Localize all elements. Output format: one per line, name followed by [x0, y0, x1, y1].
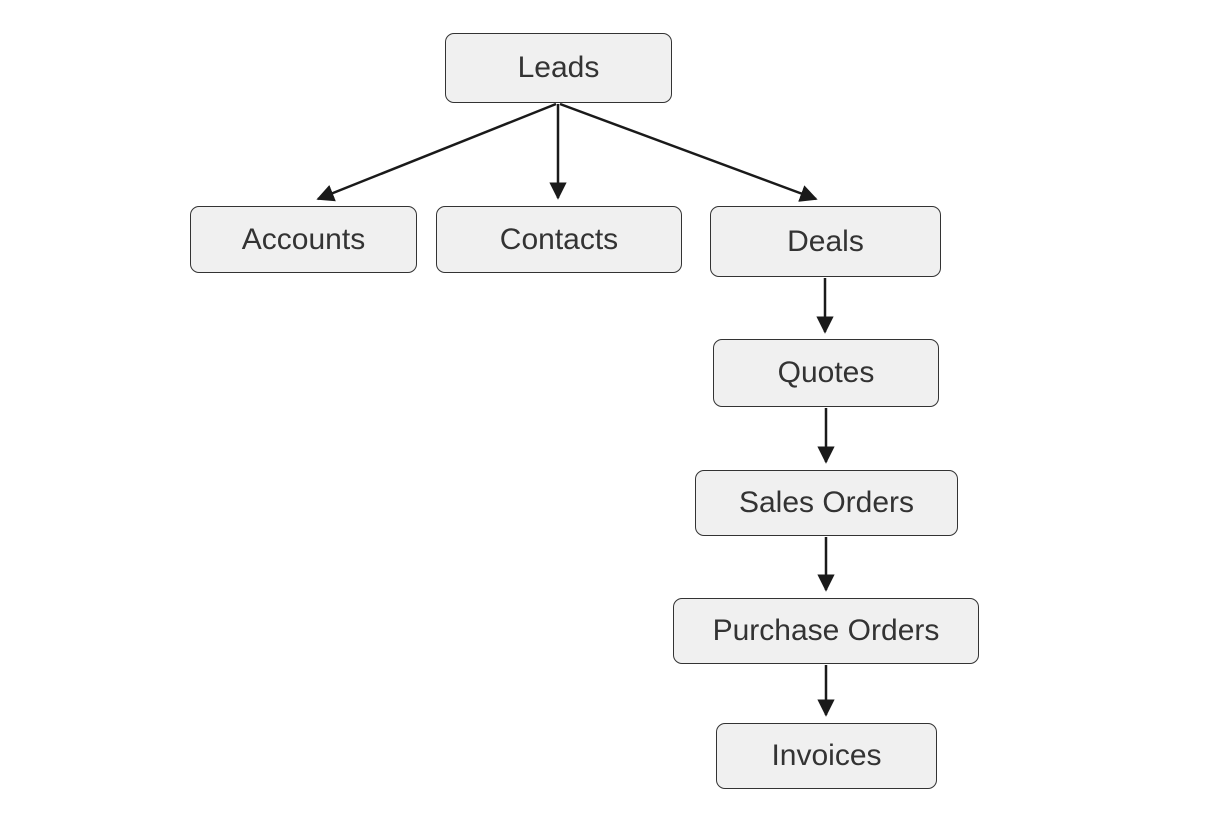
node-quotes: Quotes	[713, 339, 939, 407]
node-deals-label: Deals	[787, 224, 864, 258]
node-contacts: Contacts	[436, 206, 682, 273]
node-leads-label: Leads	[517, 51, 600, 84]
edge-leads-deals	[559, 102, 818, 202]
node-sales-orders: Sales Orders	[695, 470, 958, 536]
node-quotes-label: Quotes	[777, 356, 875, 389]
node-sales-orders-label: Sales Orders	[738, 486, 915, 519]
node-deals: Deals	[710, 206, 941, 277]
node-contacts-label: Contacts	[499, 222, 619, 256]
node-invoices: Invoices	[716, 723, 937, 789]
edge-leads-accounts	[316, 102, 557, 202]
node-invoices-label: Invoices	[771, 739, 882, 772]
node-purchase-orders: Purchase Orders	[673, 598, 979, 664]
node-accounts-label: Accounts	[241, 222, 366, 256]
node-leads: Leads	[445, 33, 672, 103]
node-purchase-orders-label: Purchase Orders	[712, 614, 940, 647]
node-accounts: Accounts	[190, 206, 417, 273]
